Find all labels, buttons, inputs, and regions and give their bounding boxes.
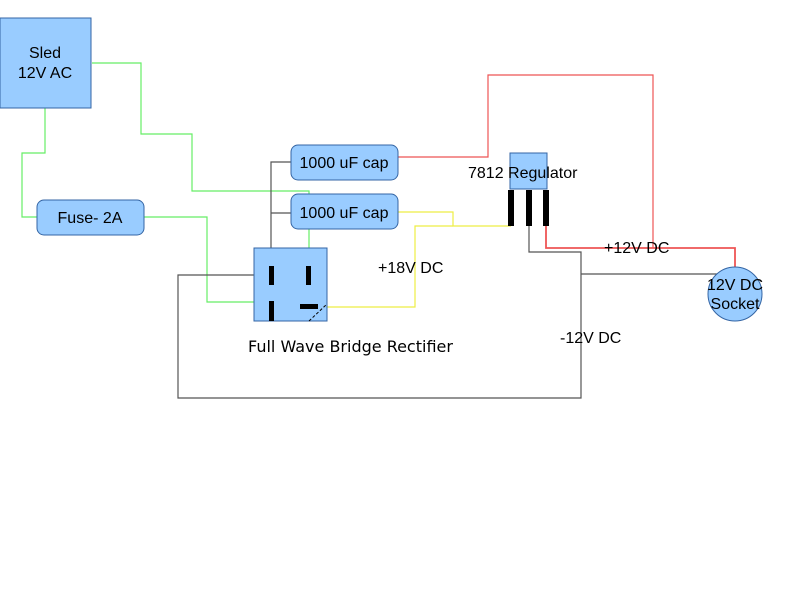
dc12-wire-cap1 — [398, 74, 654, 248]
source-label-line2: 12V AC — [18, 65, 72, 82]
voltage-label-plus12: +12V DC — [604, 240, 669, 257]
rectifier-pin — [300, 304, 318, 309]
rectifier-pin — [269, 301, 274, 321]
fuse-label: Fuse- 2A — [58, 210, 123, 227]
regulator-pin — [508, 190, 514, 226]
ground-loop — [177, 225, 582, 399]
dc-socket[interactable]: 12V DC Socket — [707, 266, 763, 322]
rectifier-pin — [306, 266, 311, 285]
voltage-regulator[interactable]: 7812 Regulator — [468, 152, 578, 226]
voltage-label-minus12: -12V DC — [560, 330, 621, 347]
fuse[interactable]: Fuse- 2A — [36, 199, 145, 236]
ac-wire-to-fuse — [21, 108, 46, 218]
rectifier-marker — [308, 303, 328, 322]
dc18-wire-rectifier — [318, 225, 453, 308]
regulator-label: 7812 Regulator — [468, 165, 578, 182]
rectifier-pin — [269, 266, 274, 285]
bridge-rectifier[interactable] — [253, 247, 328, 322]
ground-wire-caps — [270, 161, 291, 267]
source-label-line1: Sled — [29, 45, 61, 62]
ac-wires — [21, 62, 310, 303]
dc12-wire-regulator — [545, 225, 736, 268]
cap2-label: 1000 uF cap — [300, 205, 389, 222]
regulator-pin — [543, 190, 549, 226]
rectifier-label: Full Wave Bridge Rectifier — [248, 337, 453, 356]
dc18-wires — [318, 211, 511, 308]
dc12-wires — [398, 74, 736, 268]
dc18-wire-cap2 — [398, 211, 511, 227]
socket-label-line2: Socket — [711, 296, 760, 313]
capacitor-1[interactable]: 1000 uF cap — [290, 144, 399, 181]
cap1-label: 1000 uF cap — [300, 155, 389, 172]
sled-ac-source[interactable]: Sled 12V AC — [0, 17, 92, 109]
capacitor-2[interactable]: 1000 uF cap — [290, 193, 399, 230]
ac-wire-fuse-to-rectifier — [144, 216, 271, 303]
ground-wires — [177, 161, 735, 399]
voltage-label-plus18: +18V DC — [378, 260, 443, 277]
regulator-pin — [526, 190, 532, 226]
socket-label-line1: 12V DC — [707, 277, 763, 294]
ac-wire-top — [92, 62, 310, 267]
